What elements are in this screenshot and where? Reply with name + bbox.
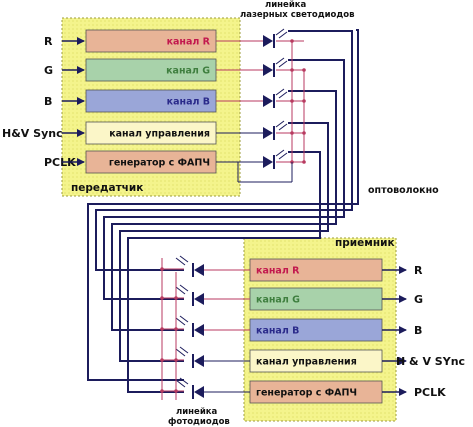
tx-input-control-channel: H&V Sync (2, 127, 85, 140)
tx-input-label: H&V Sync (2, 127, 63, 140)
rx-block-label: генератор с ФАПЧ (256, 388, 357, 399)
tx-input-label: B (44, 95, 52, 108)
rx-block-channel-b: канал B (249, 318, 383, 342)
tx-input-channel-r: R (44, 35, 85, 48)
fiber-bundle (87, 29, 359, 393)
fiber-line (111, 90, 337, 331)
fiber-line (119, 122, 329, 362)
photodiode-array-label-line-1: линейка (176, 407, 218, 417)
laser-emitter-icon (263, 28, 288, 48)
rx-block-channel-g: канал G (249, 287, 383, 311)
rx-output-channel-r: R (382, 264, 423, 277)
rx-output-channel-b: B (382, 324, 422, 337)
rx-block-control-channel: канал управления (249, 349, 383, 373)
fiber-line (87, 29, 359, 381)
rx-block-label: канал B (256, 326, 299, 337)
tx-input-label: R (44, 35, 53, 48)
rx-output-label: H & V SYnc (396, 355, 465, 368)
laser-emitter-array (263, 28, 288, 169)
rx-block-channel-r: канал R (249, 258, 383, 282)
photodiode-icon (175, 377, 204, 399)
tx-block-label: канал B (167, 97, 210, 108)
tx-block-control-channel: канал управления (85, 121, 217, 145)
laser-emitter-icon (263, 120, 288, 140)
rx-output-pll-generator: PCLK (382, 386, 446, 399)
rx-output-channel-g: G (382, 293, 423, 306)
tx-input-channel-b: B (44, 95, 85, 108)
rx-output-label: B (414, 324, 422, 337)
photodiode-icon (175, 284, 204, 306)
photodiode-icon (175, 315, 204, 337)
receiver-wiring (160, 258, 250, 400)
tx-block-label: генератор с ФАПЧ (109, 158, 210, 169)
fiber-line (127, 151, 321, 393)
tx-block-pll-generator: генератор с ФАПЧ (85, 150, 217, 174)
photodiode-icon (175, 346, 204, 368)
fiber-line (103, 59, 345, 300)
photodiode-array-label-line-2: фотодиодов (168, 417, 230, 427)
laser-array-label-line-2: лазерных светодиодов (240, 10, 354, 20)
laser-emitter-icon (263, 57, 288, 77)
tx-block-label: канал R (167, 37, 211, 48)
fiber-label: оптоволокно (368, 185, 439, 196)
laser-emitter-icon (263, 149, 288, 169)
rx-block-label: канал управления (256, 357, 357, 368)
rx-block-label: канал R (256, 266, 300, 277)
photodiode-icon (175, 255, 204, 277)
tx-input-label: G (44, 64, 53, 77)
rx-output-label: PCLK (414, 386, 446, 399)
tx-block-channel-b: канал B (85, 89, 217, 113)
tx-block-channel-g: канал G (85, 58, 217, 82)
fiber-line (95, 30, 353, 271)
transmitter-wiring (216, 39, 306, 183)
tx-block-label: канал управления (109, 129, 210, 140)
receiver-title: приемник (335, 237, 395, 249)
tx-block-label: канал G (166, 66, 210, 77)
photodiode-array (175, 255, 204, 399)
laser-emitter-icon (263, 88, 288, 108)
rx-block-pll-generator: генератор с ФАПЧ (249, 380, 383, 404)
tx-input-label: PCLK (44, 156, 76, 169)
rx-output-label: G (414, 293, 423, 306)
rx-output-label: R (414, 264, 423, 277)
rx-output-control-channel: H & V SYnc (382, 355, 465, 368)
tx-input-pll-generator: PCLK (44, 156, 85, 169)
rx-block-label: канал G (256, 295, 300, 306)
receiver-blocks: канал R канал G канал B канал управления ген… (249, 258, 383, 404)
transmitter-blocks: канал R канал G канал B канал управления ген… (85, 29, 217, 174)
tx-input-channel-g: G (44, 64, 85, 77)
transmitter-title: передатчик (71, 182, 143, 194)
tx-block-channel-r: канал R (85, 29, 217, 53)
laser-array-label-line-1: линейка (265, 0, 307, 10)
